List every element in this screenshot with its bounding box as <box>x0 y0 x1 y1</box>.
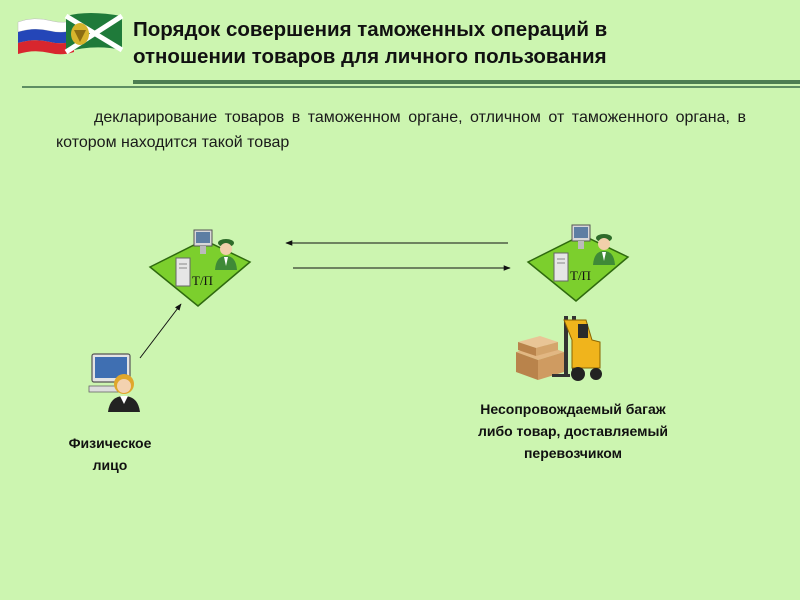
customs-post-icon <box>148 229 252 307</box>
post-left-label: Т/П <box>192 273 213 288</box>
cargo-boxes-icon <box>516 336 564 380</box>
computer-icon <box>553 224 591 282</box>
customs-post-left: Т/П <box>146 218 254 310</box>
officer-icon <box>593 234 615 265</box>
person-label-line-2: лицо <box>92 457 128 473</box>
computer-icon <box>175 229 213 287</box>
page-title: Порядок совершения таможенных операций в… <box>133 16 793 70</box>
title-line-2: отношении товаров для личного пользовани… <box>133 45 607 68</box>
flag-russia-icon <box>17 18 75 55</box>
post-right-label: Т/П <box>570 268 591 283</box>
person-label-line-1: Физическое <box>68 435 152 451</box>
title-divider <box>133 80 800 84</box>
cargo-label-line-1: Несопровождаемый багаж <box>480 401 666 417</box>
flag-customs-icon <box>64 13 124 55</box>
title-line-1: Порядок совершения таможенных операций в <box>133 18 608 41</box>
cargo-label: Несопровождаемый багаж либо товар, доста… <box>438 398 708 464</box>
customs-post-icon <box>526 224 630 302</box>
flags-logo <box>17 13 124 55</box>
cargo-label-line-2: либо товар, доставляемый <box>477 423 669 439</box>
officer-icon <box>215 239 237 270</box>
body-paragraph: декларирование товаров в таможенном орга… <box>56 109 746 151</box>
customs-post-right: Т/П <box>524 213 632 305</box>
cargo-label-line-3: перевозчиком <box>523 445 623 461</box>
forklift-icon <box>516 316 602 381</box>
person-label: Физическое лицо <box>48 432 172 476</box>
person-at-computer-icon <box>88 353 140 412</box>
title-underline <box>22 86 800 88</box>
